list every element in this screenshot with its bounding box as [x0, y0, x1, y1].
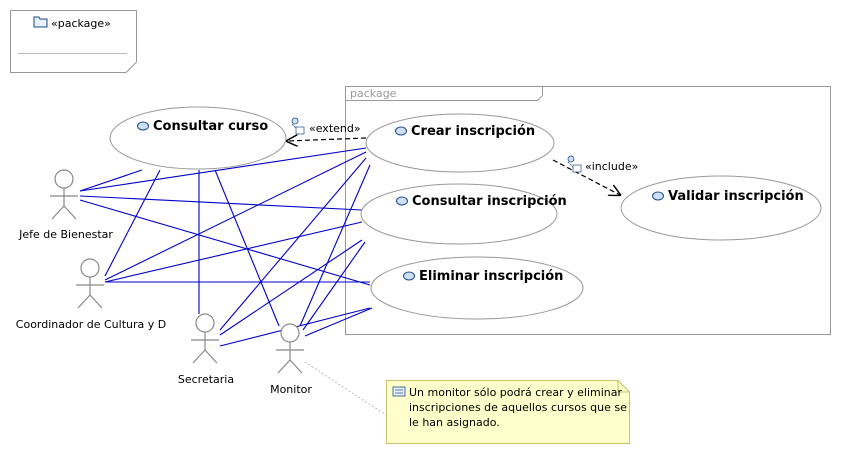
associations	[79, 147, 373, 347]
stick-figure-icon	[191, 313, 219, 364]
usecase-validar-inscripcion[interactable]: Validar inscripción	[620, 175, 822, 241]
stick-figure-icon	[50, 169, 78, 220]
usecase-consultar-inscripcion-label: Consultar inscripción	[412, 194, 567, 209]
package-frame-label: «package»	[51, 17, 111, 30]
package-icon	[33, 16, 48, 28]
usecase-icon	[396, 196, 408, 206]
assoc-jefe-consultar-curso[interactable]	[79, 169, 143, 192]
assoc-jefe-crear[interactable]	[79, 147, 367, 192]
stick-figure-icon	[76, 258, 104, 309]
include-relation[interactable]: «include»	[552, 155, 638, 195]
assoc-coord-consultar-inscripcion[interactable]	[104, 221, 363, 283]
system-boundary-label: package	[350, 87, 397, 100]
actor-coordinador[interactable]: Coordinador de Cultura y D	[16, 258, 166, 331]
usecase-icon	[395, 126, 407, 136]
assoc-monitor-consultar-inscripcion[interactable]	[302, 241, 366, 331]
actor-secretaria-label: Secretaria	[178, 373, 234, 386]
usecase-consultar-curso[interactable]: Consultar curso	[109, 106, 287, 170]
note-line-1: Un monitor sólo podrá crear y eliminar	[409, 386, 622, 399]
usecase-eliminar-inscripcion-label: Eliminar inscripción	[419, 269, 563, 284]
package-frame[interactable]: «package»	[10, 10, 137, 73]
note-line-2: inscripciones de aquellos cursos que se	[409, 401, 627, 414]
usecase-crear-inscripcion-label: Crear inscripción	[411, 124, 535, 139]
actor-secretaria[interactable]: Secretaria	[178, 313, 234, 386]
assoc-jefe-eliminar[interactable]	[79, 199, 371, 286]
include-icon	[567, 155, 582, 173]
assoc-coord-crear[interactable]	[104, 151, 367, 281]
usecase-crear-inscripcion[interactable]: Crear inscripción	[365, 113, 555, 173]
usecase-icon	[137, 121, 149, 131]
extend-relation[interactable]: «extend»	[287, 117, 367, 141]
note[interactable]: Un monitor sólo podrá crear y eliminar i…	[386, 380, 630, 444]
actor-coordinador-label: Coordinador de Cultura y D	[16, 318, 166, 331]
actor-monitor[interactable]: Monitor	[270, 323, 312, 396]
assoc-secretaria-crear[interactable]	[219, 157, 367, 331]
include-label: «include»	[585, 160, 638, 173]
assoc-secretaria-consultar-inscripcion[interactable]	[219, 239, 363, 336]
extend-icon	[291, 117, 305, 135]
assoc-monitor-consultar-curso[interactable]	[214, 169, 280, 327]
usecase-icon	[652, 191, 664, 201]
assoc-jefe-consultar-inscripcion[interactable]	[79, 195, 363, 211]
note-icon	[392, 386, 406, 397]
system-boundary[interactable]: package	[345, 86, 831, 335]
extend-label: «extend»	[309, 122, 361, 135]
usecase-validar-inscripcion-label: Validar inscripción	[668, 189, 804, 204]
assoc-monitor-eliminar[interactable]	[304, 307, 373, 337]
actor-jefe-label: Jefe de Bienestar	[18, 228, 113, 241]
assoc-coord-consultar-curso[interactable]	[104, 169, 161, 277]
usecase-icon	[403, 271, 415, 281]
usecase-consultar-curso-label: Consultar curso	[153, 119, 268, 134]
usecase-eliminar-inscripcion[interactable]: Eliminar inscripción	[370, 256, 584, 320]
note-line-3: le han asignado.	[409, 416, 500, 429]
actor-monitor-label: Monitor	[270, 383, 312, 396]
note-anchor	[304, 361, 387, 416]
usecase-consultar-inscripcion[interactable]: Consultar inscripción	[360, 183, 567, 245]
assoc-monitor-crear[interactable]	[299, 164, 371, 327]
actor-jefe-de-bienestar[interactable]: Jefe de Bienestar	[18, 169, 113, 241]
stick-figure-icon	[276, 323, 304, 374]
